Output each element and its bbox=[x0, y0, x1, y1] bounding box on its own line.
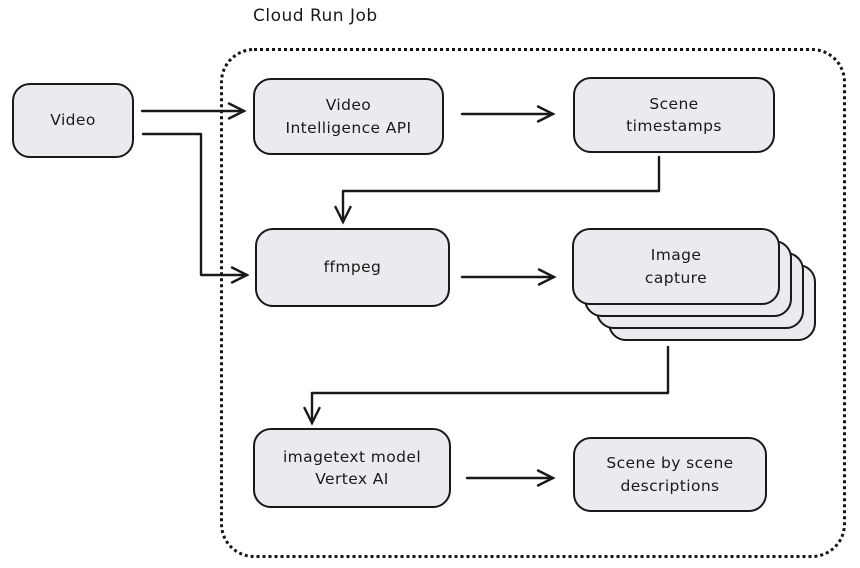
node-image-capture: Image capture bbox=[572, 228, 780, 305]
node-imagetext-model-vertex-ai-label: imagetext model Vertex AI bbox=[282, 447, 422, 488]
node-scene-timestamps: Scene timestamps bbox=[573, 77, 775, 153]
node-video-intelligence-api: Video Intelligence API bbox=[253, 78, 444, 155]
node-ffmpeg: ffmpeg bbox=[255, 228, 450, 307]
node-scene-by-scene-descriptions-label: Scene by scene descriptions bbox=[606, 454, 734, 495]
node-imagetext-model-vertex-ai: imagetext model Vertex AI bbox=[253, 428, 451, 508]
node-scene-by-scene-descriptions: Scene by scene descriptions bbox=[573, 437, 767, 512]
cloud-run-job-group-border bbox=[220, 48, 846, 558]
node-video: Video bbox=[12, 83, 134, 158]
node-ffmpeg-label: ffmpeg bbox=[323, 258, 382, 277]
node-image-capture-label: Image capture bbox=[644, 246, 708, 287]
group-title: Cloud Run Job bbox=[253, 6, 378, 26]
node-video-intelligence-api-label: Video Intelligence API bbox=[285, 96, 412, 137]
node-video-label: Video bbox=[50, 111, 96, 130]
node-scene-timestamps-label: Scene timestamps bbox=[626, 94, 722, 135]
